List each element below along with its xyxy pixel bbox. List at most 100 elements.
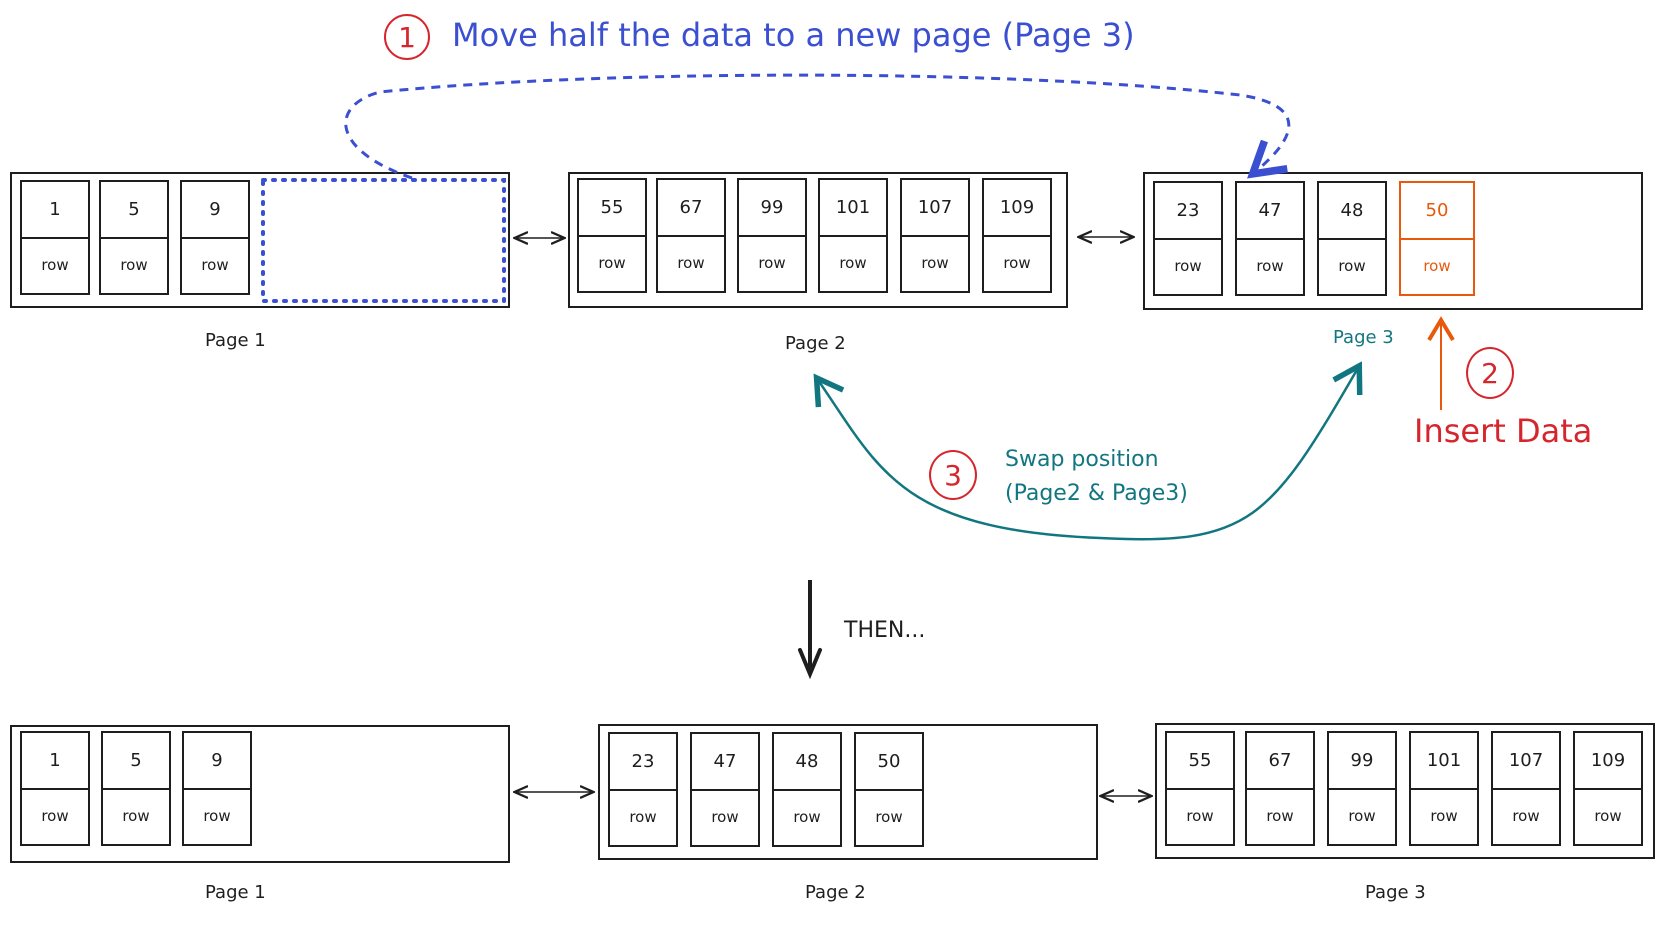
page-cell: 101 row <box>1409 731 1479 846</box>
page-2-before: 55 row 67 row 99 row 101 row 107 row 109… <box>568 172 1068 308</box>
page-cell: 9 row <box>182 731 252 846</box>
cell-key: 109 <box>1575 733 1641 790</box>
page-2-before-label: Page 2 <box>785 333 846 354</box>
cell-row: row <box>41 256 69 274</box>
step-1-badge: 1 <box>384 14 430 60</box>
cell-key: 107 <box>902 180 968 237</box>
cell-row: row <box>1430 807 1458 825</box>
cell-key: 23 <box>1155 183 1221 240</box>
page-cell: 47 row <box>1235 181 1305 296</box>
cell-key: 48 <box>774 734 840 791</box>
cell-row: row <box>201 256 229 274</box>
page-cell: 1 row <box>20 180 90 295</box>
page-cell: 55 row <box>1165 731 1235 846</box>
step-3-text-line-2: (Page2 & Page3) <box>1005 481 1188 506</box>
cell-key: 48 <box>1319 183 1385 240</box>
page-cell: 99 row <box>737 178 807 293</box>
page-1-after-label: Page 1 <box>205 882 266 903</box>
page-cell: 67 row <box>656 178 726 293</box>
cell-key: 107 <box>1493 733 1559 790</box>
cell-key: 5 <box>101 182 167 239</box>
cell-row: row <box>758 254 786 272</box>
cell-row: row <box>1174 257 1202 275</box>
page-cell: 5 row <box>99 180 169 295</box>
cell-key: 67 <box>1247 733 1313 790</box>
page-cell: 48 row <box>1317 181 1387 296</box>
page-cell: 1 row <box>20 731 90 846</box>
cell-row: row <box>41 807 69 825</box>
page-cell: 5 row <box>101 731 171 846</box>
page-cell: 23 row <box>608 732 678 847</box>
page-cell: 55 row <box>577 178 647 293</box>
cell-row: row <box>629 808 657 826</box>
cell-row: row <box>677 254 705 272</box>
page-cell: 109 row <box>982 178 1052 293</box>
cell-row: row <box>120 256 148 274</box>
cell-key: 101 <box>820 180 886 237</box>
cell-row: row <box>1512 807 1540 825</box>
cell-key: 109 <box>984 180 1050 237</box>
cell-row: row <box>711 808 739 826</box>
cell-row: row <box>921 254 949 272</box>
cell-key: 47 <box>692 734 758 791</box>
cell-key: 99 <box>1329 733 1395 790</box>
cell-key: 67 <box>658 180 724 237</box>
cell-row: row <box>1594 807 1622 825</box>
step-2-text: Insert Data <box>1414 412 1593 450</box>
page-1-before: 1 row 5 row 9 row <box>10 172 510 308</box>
page-3-before-label: Page 3 <box>1333 327 1394 348</box>
step-2-badge: 2 <box>1466 347 1514 399</box>
cell-key: 1 <box>22 733 88 790</box>
cell-row: row <box>1423 257 1451 275</box>
cell-key: 55 <box>579 180 645 237</box>
cell-row: row <box>598 254 626 272</box>
cell-key: 47 <box>1237 183 1303 240</box>
step-3-badge: 3 <box>929 450 977 500</box>
page-cell: 47 row <box>690 732 760 847</box>
cell-key: 9 <box>184 733 250 790</box>
cell-key: 1 <box>22 182 88 239</box>
page-cell: 67 row <box>1245 731 1315 846</box>
cell-row: row <box>1003 254 1031 272</box>
cell-key: 9 <box>182 182 248 239</box>
cell-row: row <box>1266 807 1294 825</box>
cell-row: row <box>839 254 867 272</box>
move-data-arrow <box>344 73 1291 180</box>
cell-key: 55 <box>1167 733 1233 790</box>
inserted-cell: 50 row <box>1399 181 1475 296</box>
page-cell: 50 row <box>854 732 924 847</box>
then-down-arrowhead <box>798 648 822 680</box>
page-cell: 9 row <box>180 180 250 295</box>
page-3-before: 23 row 47 row 48 row 50 row <box>1143 172 1643 310</box>
cell-key: 50 <box>1401 183 1473 240</box>
cell-key: 101 <box>1411 733 1477 790</box>
page-cell: 48 row <box>772 732 842 847</box>
page-cell: 109 row <box>1573 731 1643 846</box>
cell-key: 23 <box>610 734 676 791</box>
page-cell: 107 row <box>1491 731 1561 846</box>
then-label: THEN... <box>844 618 926 643</box>
cell-row: row <box>1338 257 1366 275</box>
page-1-before-label: Page 1 <box>205 330 266 351</box>
cell-row: row <box>203 807 231 825</box>
page-cell: 107 row <box>900 178 970 293</box>
swap-arrow <box>813 361 1363 541</box>
page-2-after-label: Page 2 <box>805 882 866 903</box>
vacated-region <box>261 178 506 303</box>
page-cell: 23 row <box>1153 181 1223 296</box>
cell-row: row <box>875 808 903 826</box>
cell-key: 5 <box>103 733 169 790</box>
cell-row: row <box>122 807 150 825</box>
page-cell: 101 row <box>818 178 888 293</box>
step-3-text-line-1: Swap position <box>1005 447 1159 472</box>
page-1-after: 1 row 5 row 9 row <box>10 725 510 863</box>
cell-row: row <box>1348 807 1376 825</box>
page-cell: 99 row <box>1327 731 1397 846</box>
page-2-after: 23 row 47 row 48 row 50 row <box>598 724 1098 860</box>
step-1-text: Move half the data to a new page (Page 3… <box>452 16 1135 54</box>
cell-key: 50 <box>856 734 922 791</box>
cell-key: 99 <box>739 180 805 237</box>
cell-row: row <box>1256 257 1284 275</box>
page-3-after: 55 row 67 row 99 row 101 row 107 row 109… <box>1155 723 1655 859</box>
